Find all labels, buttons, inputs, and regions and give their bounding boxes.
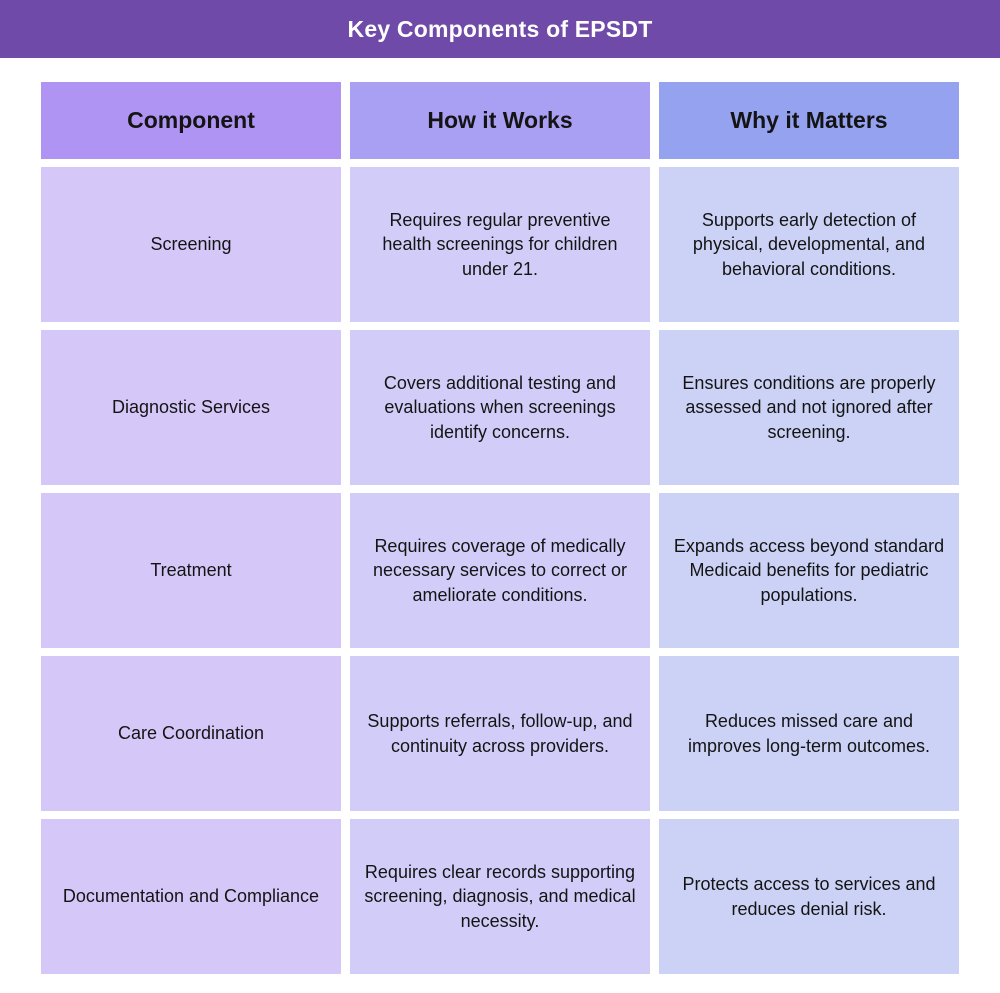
- column-header-component: Component: [41, 82, 341, 159]
- cell-treatment-why: Expands access beyond standard Medicaid …: [659, 493, 959, 648]
- page-title: Key Components of EPSDT: [347, 15, 653, 42]
- epsdt-table: Component How it Works Why it Matters Sc…: [41, 82, 959, 974]
- cell-care-coordination-why: Reduces missed care and improves long-te…: [659, 656, 959, 811]
- title-banner: Key Components of EPSDT: [0, 0, 1000, 58]
- cell-care-coordination-how: Supports referrals, follow-up, and conti…: [350, 656, 650, 811]
- cell-documentation-compliance-component: Documentation and Compliance: [41, 819, 341, 974]
- column-header-why-it-matters: Why it Matters: [659, 82, 959, 159]
- cell-diagnostic-services-component: Diagnostic Services: [41, 330, 341, 485]
- cell-documentation-compliance-why: Protects access to services and reduces …: [659, 819, 959, 974]
- cell-treatment-how: Requires coverage of medically necessary…: [350, 493, 650, 648]
- cell-diagnostic-services-why: Ensures conditions are properly assessed…: [659, 330, 959, 485]
- cell-documentation-compliance-how: Requires clear records supporting screen…: [350, 819, 650, 974]
- cell-screening-component: Screening: [41, 167, 341, 322]
- column-header-how-it-works: How it Works: [350, 82, 650, 159]
- cell-screening-why: Supports early detection of physical, de…: [659, 167, 959, 322]
- cell-treatment-component: Treatment: [41, 493, 341, 648]
- cell-care-coordination-component: Care Coordination: [41, 656, 341, 811]
- cell-diagnostic-services-how: Covers additional testing and evaluation…: [350, 330, 650, 485]
- cell-screening-how: Requires regular preventive health scree…: [350, 167, 650, 322]
